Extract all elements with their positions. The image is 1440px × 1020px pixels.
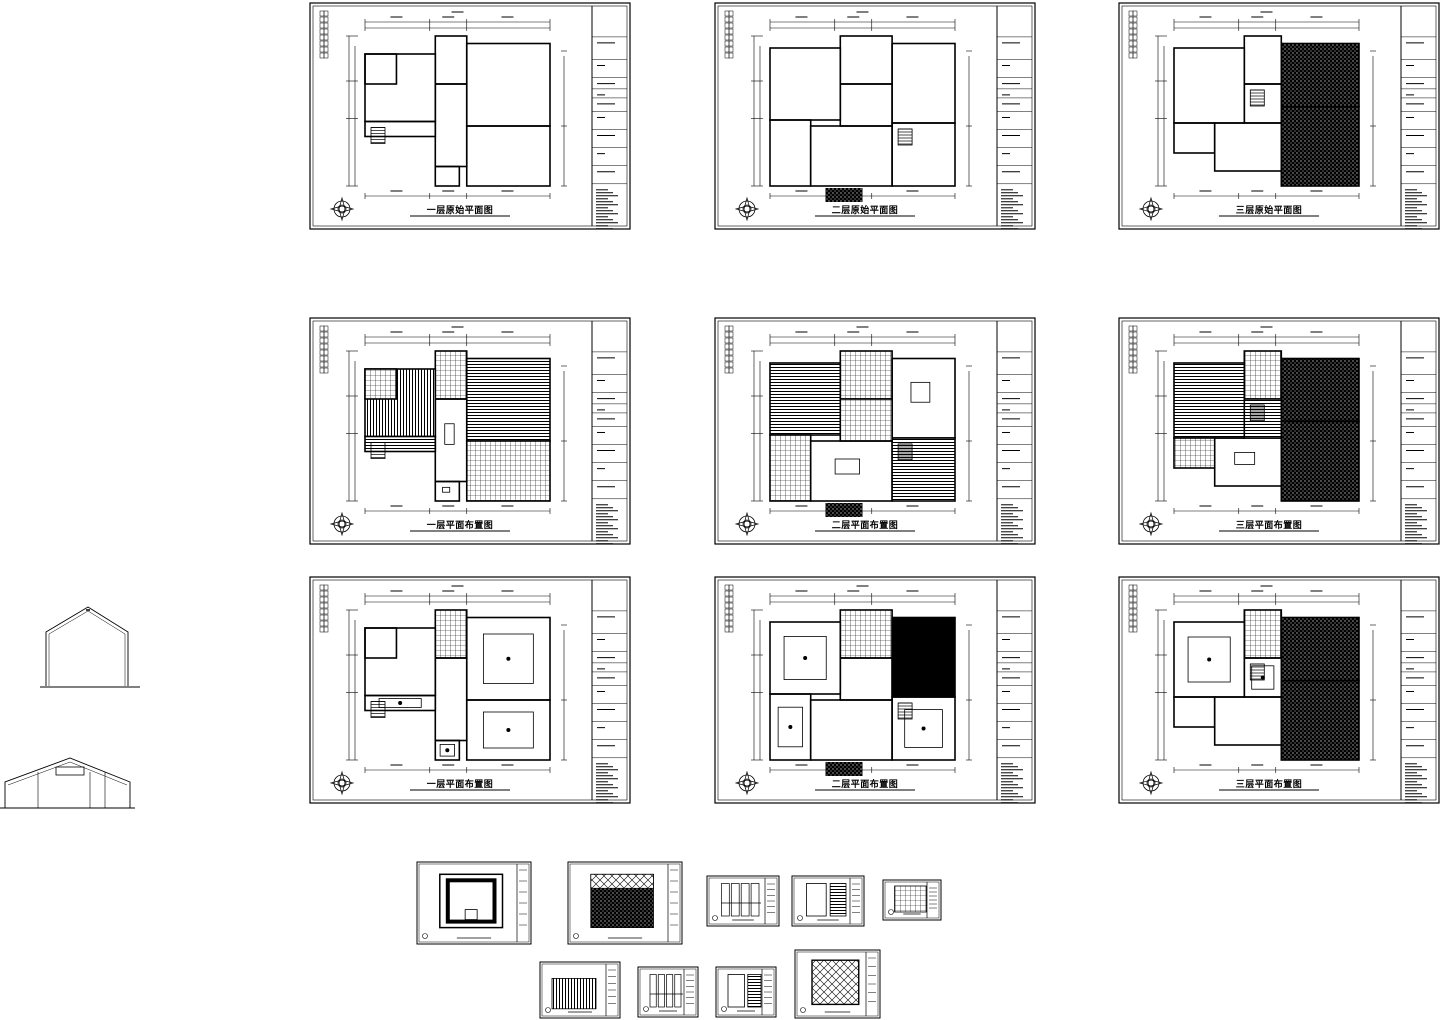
elevation-sheet-2 bbox=[567, 861, 683, 945]
elevation-sheet-6 bbox=[539, 961, 621, 1019]
sheet-title: 三层平面布置图 bbox=[1235, 780, 1303, 790]
drawing-sheet-s6 bbox=[1118, 317, 1440, 545]
sheet-title: 二层平面布置图 bbox=[831, 780, 899, 790]
elevation-sheet-7 bbox=[637, 966, 699, 1018]
sheet-title: 一层平面布置图 bbox=[426, 780, 494, 790]
elevation-sheet-9 bbox=[794, 949, 881, 1019]
sheet-title: 一层平面布置图 bbox=[426, 521, 494, 531]
section-profile-1 bbox=[40, 606, 140, 688]
drawing-sheet-s5 bbox=[714, 317, 1036, 545]
sheet-title: 一层原始平面图 bbox=[426, 206, 494, 216]
drawing-sheet-s7 bbox=[309, 576, 631, 804]
drawing-sheet-s2 bbox=[714, 2, 1036, 230]
drawing-sheet-s1 bbox=[309, 2, 631, 230]
elevation-sheet-5 bbox=[882, 879, 942, 921]
drawing-sheet-s8 bbox=[714, 576, 1036, 804]
elevation-sheet-8 bbox=[715, 966, 777, 1018]
drawing-sheet-s4 bbox=[309, 317, 631, 545]
drawing-sheet-s9 bbox=[1118, 576, 1440, 804]
sheet-title: 二层平面布置图 bbox=[831, 521, 899, 531]
elevation-sheet-4 bbox=[791, 875, 865, 927]
elevation-sheet-3 bbox=[706, 875, 780, 927]
section-profile-2 bbox=[0, 757, 135, 809]
elevation-sheet-1 bbox=[416, 861, 532, 945]
drawing-sheet-s3 bbox=[1118, 2, 1440, 230]
sheet-title: 三层原始平面图 bbox=[1235, 206, 1303, 216]
sheet-title: 三层平面布置图 bbox=[1235, 521, 1303, 531]
sheet-title: 二层原始平面图 bbox=[831, 206, 899, 216]
